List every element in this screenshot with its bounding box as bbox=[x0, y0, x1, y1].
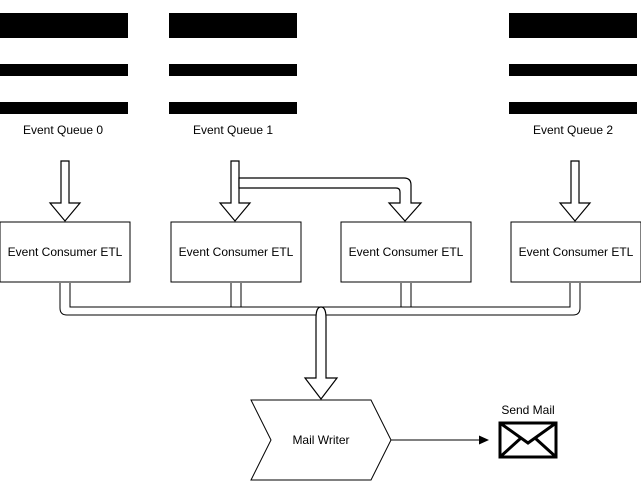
queue-label: Event Queue 0 bbox=[23, 123, 103, 137]
flow-arrow-merge-mail-writer bbox=[303, 306, 339, 400]
flow-arrow-queue2-consumer4 bbox=[558, 160, 592, 222]
event-consumer-etl-3[interactable]: Event Consumer ETL bbox=[340, 221, 472, 283]
flow-arrow-queue0-consumer1 bbox=[48, 160, 82, 222]
event-consumer-etl-1[interactable]: Event Consumer ETL bbox=[0, 221, 131, 283]
mail-writer[interactable]: Mail Writer bbox=[250, 399, 392, 481]
queue-label: Event Queue 2 bbox=[533, 123, 613, 137]
send-mail-label: Send Mail bbox=[501, 403, 554, 417]
consumer-label: Event Consumer ETL bbox=[8, 245, 123, 259]
flow-arrow-queue1-consumer2 bbox=[218, 160, 252, 222]
event-queue-1[interactable]: Event Queue 1 bbox=[169, 13, 297, 137]
envelope-icon bbox=[498, 421, 558, 459]
consumer-label: Event Consumer ETL bbox=[349, 245, 464, 259]
flow-arrow-queue1-consumer3 bbox=[238, 177, 423, 222]
queue-icon bbox=[0, 13, 128, 114]
consumer-label: Event Consumer ETL bbox=[519, 245, 634, 259]
event-queue-0[interactable]: Event Queue 0 bbox=[0, 13, 128, 137]
queue-icon bbox=[169, 13, 297, 114]
queue-icon bbox=[509, 13, 637, 114]
event-consumer-etl-2[interactable]: Event Consumer ETL bbox=[170, 221, 302, 283]
mail-writer-label: Mail Writer bbox=[292, 433, 349, 447]
queue-label: Event Queue 1 bbox=[193, 123, 273, 137]
event-queue-2[interactable]: Event Queue 2 bbox=[509, 13, 637, 137]
consumer-label: Event Consumer ETL bbox=[179, 245, 294, 259]
flow-arrow-send-mail bbox=[391, 435, 489, 445]
event-consumer-etl-4[interactable]: Event Consumer ETL bbox=[510, 221, 641, 283]
send-mail[interactable]: Send Mail bbox=[498, 403, 558, 459]
